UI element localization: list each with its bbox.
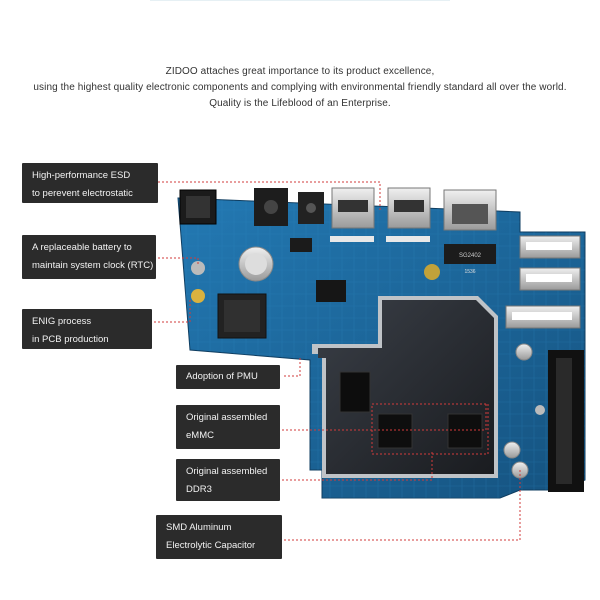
ddr3-chip-1 (377, 413, 413, 449)
callout-text: SMD Aluminum (166, 522, 232, 533)
capacitor-3 (515, 343, 533, 361)
callout-text: Original assembled (186, 412, 268, 423)
callout-capacitor: SMD Aluminum Electrolytic Capacitor (156, 515, 282, 559)
intro-line-2: using the highest quality electronic com… (33, 82, 567, 93)
callout-text: DDR3 (186, 484, 212, 495)
callout-enig: ENIG process in PCB production (22, 309, 152, 349)
ddr3-chip-2 (447, 413, 483, 449)
callout-text: eMMC (186, 430, 214, 441)
callout-text: Electrolytic Capacitor (166, 540, 256, 551)
callout-text: ENIG process (32, 316, 92, 327)
callout-text: Adoption of PMU (186, 371, 258, 382)
callout-ddr3: Original assembled DDR3 (176, 459, 280, 501)
top-divider (150, 0, 450, 1)
intro-text: ZIDOO attaches great importance to its p… (0, 64, 600, 112)
callout-text: maintain system clock (RTC) (32, 260, 154, 271)
callout-text: A replaceable battery to (32, 242, 132, 253)
chip-code: 1536 (464, 269, 475, 275)
callout-text: Original assembled (186, 466, 268, 477)
intro-line-3: Quality is the Lifeblood of an Enterpris… (209, 98, 391, 109)
leader-lines (150, 181, 521, 541)
callout-text: to perevent electrostatic (32, 188, 133, 199)
emmc-chip (339, 371, 371, 413)
network-chip (444, 244, 496, 264)
intro-line-1: ZIDOO attaches great importance to its p… (165, 66, 435, 77)
callout-emmc: Original assembled eMMC (176, 405, 280, 449)
callout-pmu: Adoption of PMU (176, 365, 280, 389)
callout-text: High-performance ESD (32, 170, 131, 181)
capacitor-1 (503, 441, 521, 459)
callout-rtc-battery: A replaceable battery to maintain system… (22, 235, 156, 279)
callout-text: in PCB production (32, 334, 109, 345)
callout-esd: High-performance ESD to perevent electro… (22, 163, 158, 203)
chip-label: SG2402 (459, 253, 482, 259)
